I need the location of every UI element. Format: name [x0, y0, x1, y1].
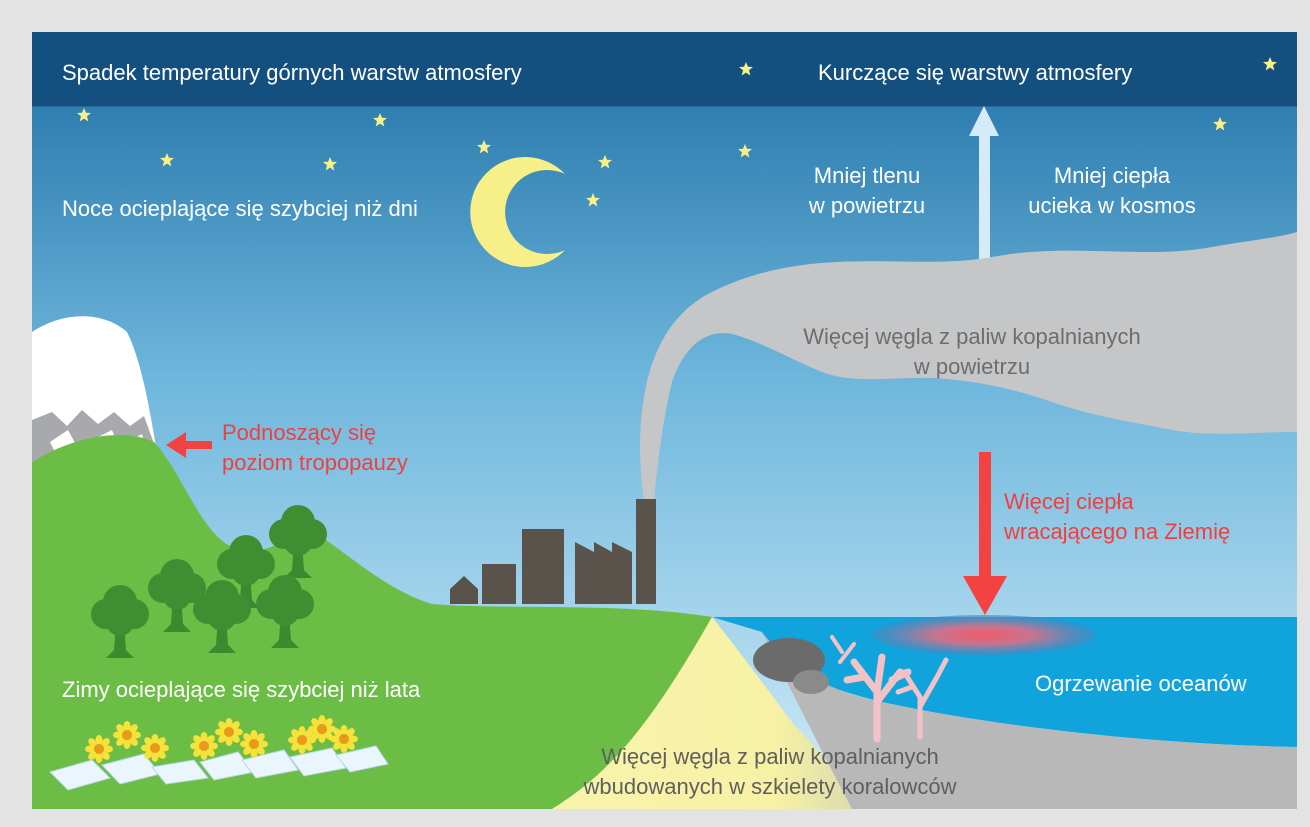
smoke-plume	[640, 232, 1297, 500]
label-heat-returning: Więcej ciepła wracającego na Ziemię	[1004, 487, 1230, 547]
label-shrinking-layers: Kurczące się warstwy atmosfery	[818, 60, 1133, 85]
label-less-oxygen-line2: w powietrzu	[808, 193, 926, 218]
returning-heat-arrow	[963, 452, 1007, 615]
label-carbon-air-line2: w powietrzu	[913, 354, 1031, 379]
label-winters-warming: Zimy ocieplające się szybciej niż lata	[62, 677, 421, 702]
label-less-oxygen-line1: Mniej tlenu	[813, 163, 921, 188]
label-carbon-in-air: Więcej węgla z paliw kopalnianych w powi…	[762, 322, 1182, 382]
label-tropopause-line1: Podnoszący się	[222, 420, 377, 445]
flower-icon	[141, 734, 169, 762]
coral-icon	[895, 657, 949, 740]
flower-icon	[240, 730, 268, 758]
coral-icon	[830, 635, 856, 664]
label-tropopause-line2: poziom tropopauzy	[222, 450, 408, 475]
flower-icon	[190, 732, 218, 760]
label-heat-return-line1: Więcej ciepła	[1004, 489, 1134, 514]
label-carbon-coral-line1: Więcej węgla z paliw kopalnianych	[601, 744, 939, 769]
upper-atmosphere-band	[32, 32, 1297, 107]
label-ocean-warming: Ogrzewanie oceanów	[1035, 671, 1247, 696]
label-less-heat-line1: Mniej ciepła	[1053, 163, 1171, 188]
snow-blocks	[49, 745, 389, 791]
label-tropopause: Podnoszący się poziom tropopauzy	[222, 418, 408, 478]
ocean	[712, 617, 1297, 747]
factory-icon	[450, 499, 656, 604]
flower-icon	[85, 735, 113, 763]
ocean-hotspot	[872, 615, 1096, 655]
flower-icon	[215, 718, 243, 746]
tropopause-arrow	[166, 432, 212, 458]
corals	[830, 635, 949, 743]
outgoing-heat-arrow	[969, 106, 999, 270]
seabed	[762, 632, 1297, 809]
label-heat-return-line2: wracającego na Ziemię	[1004, 519, 1231, 544]
coral-icon	[843, 653, 912, 743]
climate-scene	[32, 32, 1297, 809]
crescent-moon-icon	[470, 157, 565, 267]
rocks	[753, 638, 829, 694]
diagram-frame: Spadek temperatury górnych warstw atmosf…	[32, 32, 1297, 809]
label-less-heat-line2: ucieka w kosmos	[1028, 193, 1196, 218]
label-nights-warming: Noce ocieplające się szybciej niż dni	[62, 196, 418, 221]
label-less-oxygen: Mniej tlenu w powietrzu	[792, 161, 942, 221]
sand-beach	[552, 617, 872, 809]
label-less-heat-escaping: Mniej ciepła ucieka w kosmos	[1012, 161, 1212, 221]
label-carbon-coral-line2: wbudowanych w szkielety koralowców	[583, 774, 957, 799]
label-upper-atmosphere-cooling: Spadek temperatury górnych warstw atmosf…	[62, 60, 522, 85]
flower-icon	[113, 721, 141, 749]
label-carbon-air-line1: Więcej węgla z paliw kopalnianych	[803, 324, 1141, 349]
flower-icon	[330, 725, 358, 753]
label-carbon-in-corals: Więcej węgla z paliw kopalnianych wbudow…	[550, 742, 990, 802]
green-hill	[32, 434, 712, 809]
